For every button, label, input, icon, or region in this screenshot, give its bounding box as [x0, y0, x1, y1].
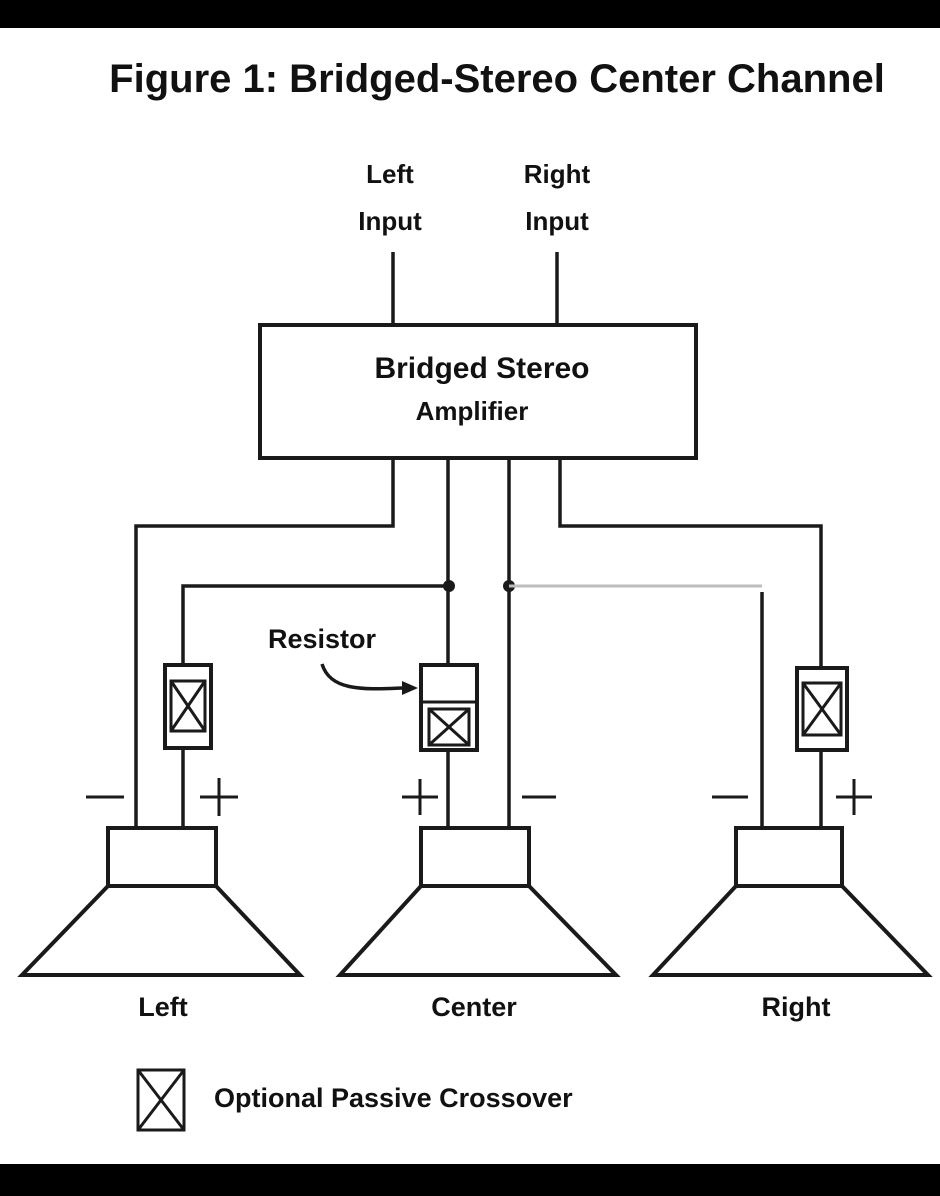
center-speaker-label: Center	[431, 992, 517, 1022]
amplifier-box	[258, 323, 698, 460]
left-input-label-line2: Input	[358, 206, 422, 236]
left-plus-sign	[200, 778, 238, 816]
right-crossover-icon	[795, 666, 849, 752]
right-speaker-plus-wire	[558, 458, 823, 668]
right-speaker-label: Right	[762, 992, 831, 1022]
legend-crossover-box-icon	[136, 1068, 186, 1132]
right-speaker-icon	[648, 826, 933, 977]
left-speaker-minus-wire	[134, 458, 395, 828]
resistor-arrowhead-icon	[402, 681, 418, 695]
center-speaker-icon	[335, 826, 621, 977]
resistor-label: Resistor	[268, 624, 377, 654]
amplifier-label-line1: Bridged Stereo	[374, 352, 589, 385]
left-speaker-plus-wire-top	[181, 584, 446, 665]
junction-dot-left	[443, 580, 455, 592]
left-input-label-line1: Left	[366, 159, 414, 189]
center-plus-sign	[402, 779, 438, 815]
right-input-label-line1: Right	[524, 159, 591, 189]
resistor-pointer-arrow	[320, 663, 403, 691]
left-crossover-icon	[163, 663, 213, 750]
left-speaker-icon	[17, 826, 305, 977]
legend-label: Optional Passive Crossover	[214, 1083, 573, 1113]
right-input-label-line2: Input	[525, 206, 589, 236]
center-resistor-crossover	[419, 663, 479, 752]
left-speaker-label: Left	[138, 992, 188, 1022]
figure-title: Figure 1: Bridged-Stereo Center Channel	[109, 57, 885, 101]
right-plus-sign	[836, 779, 872, 815]
amplifier-label-line2: Amplifier	[416, 396, 529, 426]
